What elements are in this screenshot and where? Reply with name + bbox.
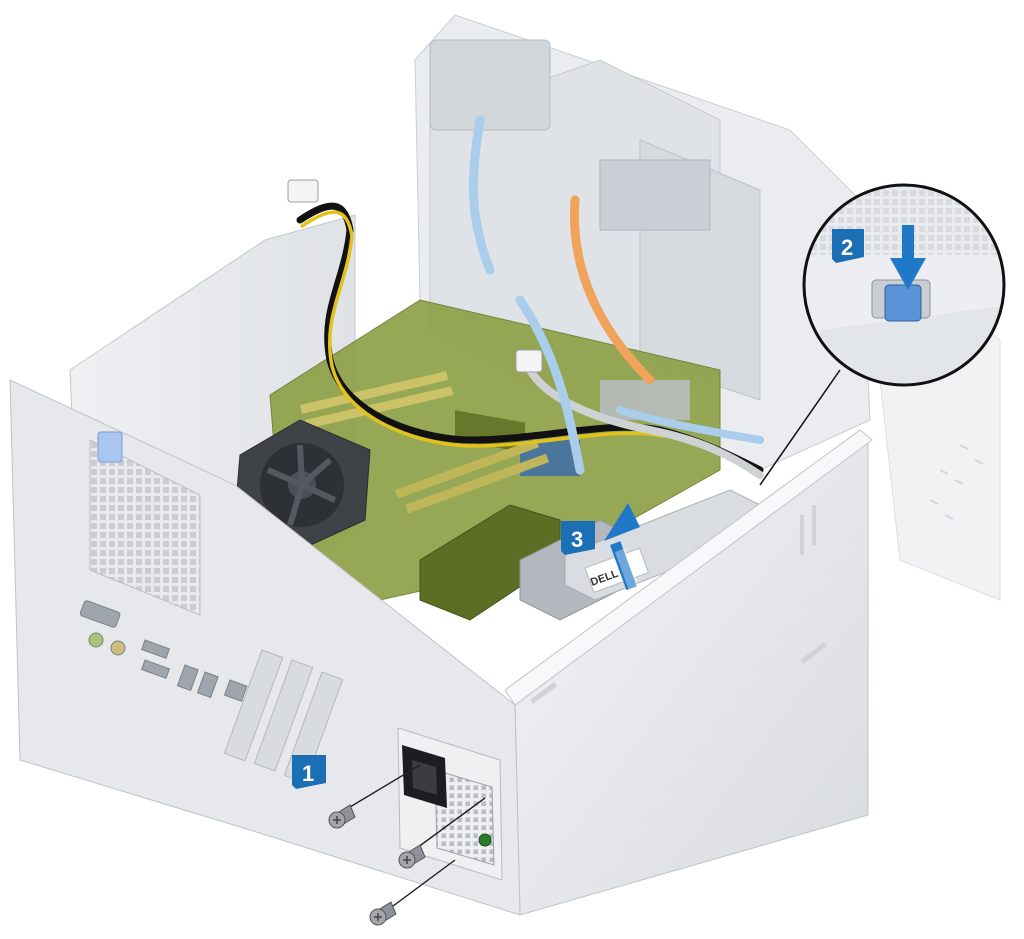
screw-2 [398, 797, 486, 869]
step-badge-2: 2 [832, 229, 864, 263]
ac-power-inlet [402, 745, 492, 847]
step-badge-1: 1 [292, 755, 326, 789]
rear-io-ports [79, 600, 248, 702]
release-tab [884, 284, 922, 322]
psu-label [584, 547, 650, 594]
chassis-side-top-edge [504, 429, 873, 706]
aux-connector [515, 349, 543, 373]
step-number-3: 3 [571, 527, 583, 552]
screw-1 [328, 764, 421, 829]
rear-panel-vent [89, 439, 201, 616]
zoom-leader-line [759, 369, 841, 486]
screw-icon [328, 764, 486, 926]
power-connector [287, 179, 319, 203]
cables [296, 115, 764, 479]
step-badge-3: 3 [561, 521, 595, 555]
side-panel-vent-marks [929, 444, 984, 520]
screw-3 [369, 859, 456, 926]
arrow-up-icon [604, 503, 641, 595]
cpu-fan [234, 419, 371, 551]
arrow-down-icon [890, 225, 926, 290]
step-number-1: 1 [302, 761, 314, 786]
latch-tab-blue [97, 431, 123, 463]
step-number-2: 2 [841, 235, 853, 260]
motherboard-details [300, 371, 690, 514]
